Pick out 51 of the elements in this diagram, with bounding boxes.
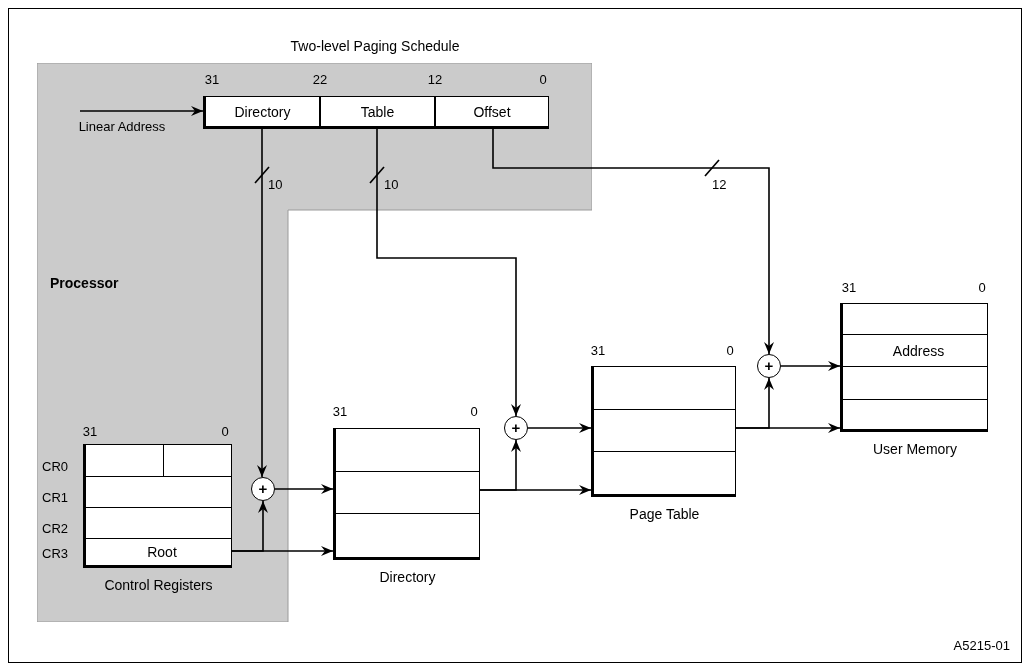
input-label: Linear Address: [78, 119, 166, 134]
bit-number: 0: [221, 424, 229, 439]
register-name: CR1: [42, 490, 68, 505]
bit-number: 12: [427, 72, 443, 87]
bit-number: 31: [841, 280, 857, 295]
arrow: [735, 423, 841, 433]
caption-text: User Memory: [872, 441, 958, 457]
arrow: [780, 361, 841, 371]
bit-number: 0: [726, 343, 734, 358]
region-title: Processor: [50, 275, 119, 291]
edge-label: 10: [384, 177, 399, 192]
edge-label: 10: [268, 177, 283, 192]
register-name: CR2: [42, 521, 68, 536]
arrow: [376, 128, 521, 417]
bit-number: 0: [539, 72, 547, 87]
arrow: [492, 128, 774, 355]
arrow: [479, 485, 592, 495]
arrow: [274, 484, 334, 494]
address-field: [203, 96, 320, 129]
address-field: [320, 96, 435, 129]
arrow: [257, 128, 267, 478]
adder-circle: [757, 354, 781, 378]
arrow: [79, 106, 204, 116]
arrow: [231, 546, 334, 556]
bit-number: 0: [978, 280, 986, 295]
field-label: Offset: [472, 103, 512, 120]
caption-text: Control Registers: [103, 577, 214, 593]
processor-region: [37, 63, 592, 622]
bit-number: 0: [470, 404, 478, 419]
bit-number: 31: [590, 343, 606, 358]
field-label: Table: [359, 103, 396, 120]
field-label: Directory: [233, 103, 292, 120]
edge-label: 12: [712, 177, 727, 192]
caption-text: Directory: [378, 569, 437, 585]
address-field: [435, 96, 549, 129]
register-name: CR3: [42, 546, 68, 561]
plus-sign: +: [763, 358, 775, 374]
bit-number: 22: [312, 72, 328, 87]
plus-sign: +: [257, 481, 269, 497]
arrow: [527, 423, 592, 433]
figure-id: A5215-01: [953, 638, 1010, 653]
field-label: Root: [146, 544, 178, 560]
bit-number: 31: [332, 404, 348, 419]
adder-circle: [504, 416, 528, 440]
field-label: Address: [891, 342, 946, 359]
plus-sign: +: [510, 420, 522, 436]
caption-text: Page Table: [628, 506, 701, 522]
diagram-title: Two-level Paging Schedule: [289, 38, 461, 54]
register-name: CR0: [42, 459, 68, 474]
bit-number: 31: [204, 72, 220, 87]
bit-number: 31: [82, 424, 98, 439]
